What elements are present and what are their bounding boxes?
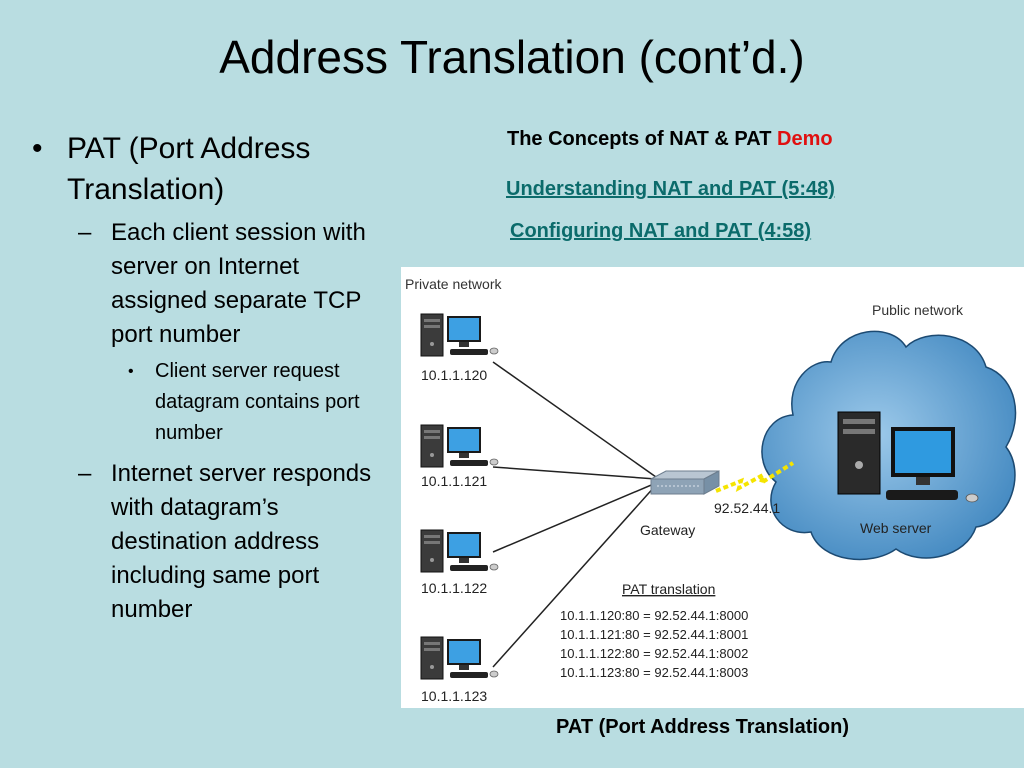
concepts-label: The Concepts of NAT & PAT	[507, 128, 772, 150]
dash-icon: –	[78, 460, 92, 487]
pat-translation-row: 10.1.1.122:80 = 92.52.44.1:8002	[560, 646, 748, 661]
bullet-dot-icon: •	[128, 363, 134, 380]
pat-translation-row: 10.1.1.123:80 = 92.52.44.1:8003	[560, 665, 748, 680]
client-ip-label: 10.1.1.123	[421, 688, 487, 704]
concepts-heading: The Concepts of NAT & PAT Demo	[507, 128, 833, 151]
public-network-label: Public network	[872, 302, 964, 318]
link-understanding-nat-pat[interactable]: Understanding NAT and PAT (5:48)	[506, 178, 835, 200]
gateway-ip-label: 92.52.44.1	[714, 500, 780, 516]
pat-translation-row: 10.1.1.121:80 = 92.52.44.1:8001	[560, 627, 748, 642]
client-ip-label: 10.1.1.121	[421, 473, 487, 489]
web-server-label: Web server	[860, 520, 932, 536]
bullet-pat-text: PAT (Port Address Translation)	[67, 132, 311, 206]
bullet-dot-icon: •	[32, 132, 43, 165]
link-configuring-nat-pat[interactable]: Configuring NAT and PAT (4:58)	[510, 220, 812, 242]
client-ip-label: 10.1.1.120	[421, 367, 487, 383]
client-pc-icon-2	[420, 424, 499, 468]
client-pc-icon-4	[420, 636, 499, 680]
demo-link[interactable]: Demo	[777, 128, 833, 150]
gateway-icon	[650, 470, 720, 495]
sub-sub-bullet: • Client server request datagram contain…	[28, 356, 373, 449]
sub-bullet-1-text: Each client session with server on Inter…	[111, 219, 366, 348]
client-pc-icon-1	[420, 313, 499, 357]
bullet-list: • PAT (Port Address Translation) – Each …	[28, 128, 373, 627]
gateway-label: Gateway	[640, 522, 695, 538]
private-network-label: Private network	[405, 276, 502, 292]
figure-caption: PAT (Port Address Translation)	[556, 716, 849, 738]
pat-translation-title: PAT translation	[622, 581, 715, 597]
sub-bullet-2-text: Internet server responds with datagram’s…	[111, 460, 372, 623]
web-server-icon	[837, 411, 979, 503]
sub-sub-bullet-text: Client server request datagram contains …	[155, 360, 360, 444]
public-cloud-shape	[761, 330, 1017, 561]
dash-icon: –	[78, 219, 92, 246]
bullet-level1: • PAT (Port Address Translation)	[28, 128, 373, 210]
sub-bullet-1: – Each client session with server on Int…	[28, 216, 373, 352]
sub-bullet-2: – Internet server responds with datagram…	[28, 457, 373, 627]
slide-title: Address Translation (cont’d.)	[219, 31, 805, 83]
client-pc-icon-3	[420, 529, 499, 573]
lightning-icon	[715, 461, 795, 493]
client-ip-label: 10.1.1.122	[421, 580, 487, 596]
pat-diagram-svg: Private network Public network 10.1.1.12…	[405, 276, 1017, 704]
pat-translation-row: 10.1.1.120:80 = 92.52.44.1:8000	[560, 608, 748, 623]
pat-diagram: Private network Public network 10.1.1.12…	[401, 267, 1024, 708]
